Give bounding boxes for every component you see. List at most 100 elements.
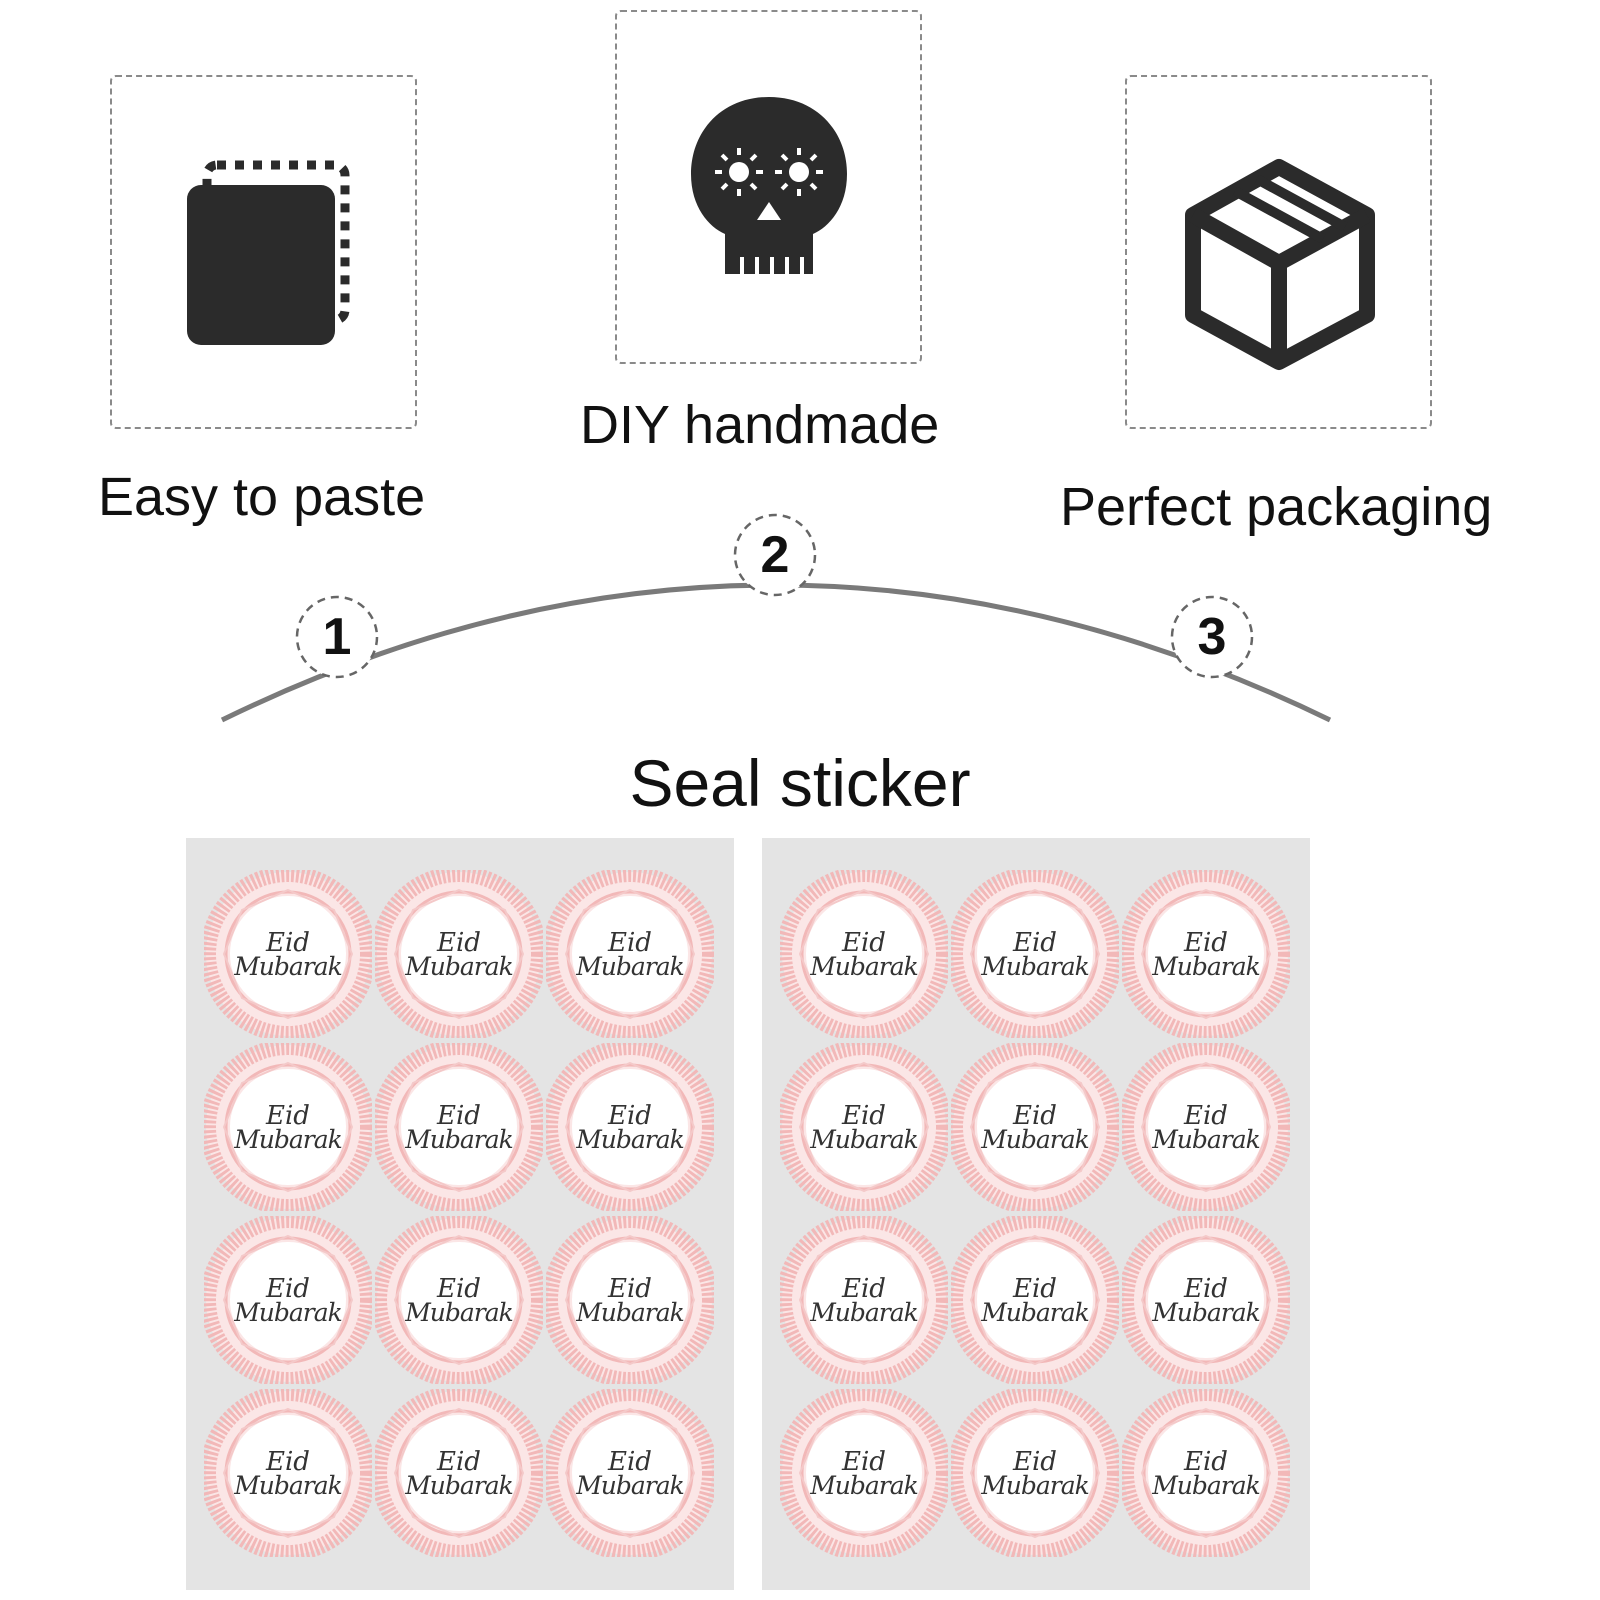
step-circle-1 — [295, 595, 379, 679]
feature-label-perfect-packaging: Perfect packaging — [1060, 477, 1493, 537]
sticker-text-mubarak: Mubarak — [234, 1471, 343, 1500]
step-number-2: 2 — [760, 526, 790, 584]
step-circle-3 — [1170, 595, 1254, 679]
sticker-text-eid: Eid — [842, 1101, 886, 1131]
sticker-text-mubarak: Mubarak — [234, 952, 343, 981]
sticker-text-eid: Eid — [608, 1447, 652, 1477]
section-title: Seal sticker — [629, 746, 971, 820]
sticker-text-mubarak: Mubarak — [405, 1471, 514, 1500]
sticker-text-eid: Eid — [1184, 1447, 1228, 1477]
sticker-text-eid: Eid — [1013, 1101, 1057, 1131]
sticker-text-mubarak: Mubarak — [1152, 1471, 1261, 1500]
sticker-ring-icon — [780, 1043, 948, 1211]
sticker-text-mubarak: Mubarak — [405, 1298, 514, 1327]
sticker-ring-icon — [546, 1043, 714, 1211]
sticker-ring-icon — [1122, 870, 1290, 1038]
sticker-ring-icon — [1122, 1043, 1290, 1211]
sticker-ring-icon — [204, 1043, 372, 1211]
step-number-1: 1 — [322, 608, 352, 666]
sticker-text-eid: Eid — [266, 1447, 310, 1477]
layered-sticker-icon — [187, 160, 350, 345]
sticker-text-mubarak: Mubarak — [234, 1298, 343, 1327]
skull-icon — [691, 97, 847, 275]
sticker-text-eid: Eid — [1013, 928, 1057, 958]
feature-card-diy-handmade — [615, 10, 922, 364]
sticker-text-eid: Eid — [608, 1101, 652, 1131]
feature-label-diy-handmade: DIY handmade — [580, 395, 940, 455]
sticker-text-eid: Eid — [437, 928, 481, 958]
sticker-text-mubarak: Mubarak — [810, 1298, 919, 1327]
sticker-text-eid: Eid — [842, 928, 886, 958]
sticker-text-eid: Eid — [842, 1274, 886, 1304]
sticker-ring-icon — [780, 870, 948, 1038]
sticker-text-mubarak: Mubarak — [981, 1125, 1090, 1154]
sticker-ring-icon — [546, 870, 714, 1038]
sticker-ring-icon — [780, 1216, 948, 1384]
sticker-text-eid: Eid — [266, 1101, 310, 1131]
sticker-text-mubarak: Mubarak — [405, 952, 514, 981]
sticker-ring-icon — [951, 1216, 1119, 1384]
sticker-text-eid: Eid — [266, 1274, 310, 1304]
sticker-text-eid: Eid — [437, 1447, 481, 1477]
sticker-ring-icon — [951, 1389, 1119, 1557]
step-circle-2 — [733, 513, 817, 597]
step-number-3: 3 — [1197, 608, 1227, 666]
sticker-ring-icon — [204, 1389, 372, 1557]
sticker-text-mubarak: Mubarak — [981, 1298, 1090, 1327]
sticker-ring-icon — [1122, 1389, 1290, 1557]
sticker-text-eid: Eid — [1013, 1274, 1057, 1304]
feature-label-easy-to-paste: Easy to paste — [98, 467, 426, 527]
sticker-text-mubarak: Mubarak — [234, 1125, 343, 1154]
sticker-text-eid: Eid — [608, 1274, 652, 1304]
sticker-text-mubarak: Mubarak — [810, 952, 919, 981]
sticker-text-eid: Eid — [1184, 928, 1228, 958]
sticker-ring-icon — [546, 1389, 714, 1557]
sticker-text-mubarak: Mubarak — [1152, 1125, 1261, 1154]
sticker-ring-icon — [375, 870, 543, 1038]
sticker-text-eid: Eid — [437, 1274, 481, 1304]
sticker-text-mubarak: Mubarak — [576, 1471, 685, 1500]
sticker-text-eid: Eid — [842, 1447, 886, 1477]
sticker-text-eid: Eid — [1184, 1274, 1228, 1304]
sticker-ring-icon — [375, 1043, 543, 1211]
sticker-ring-icon — [375, 1216, 543, 1384]
sticker-text-mubarak: Mubarak — [405, 1125, 514, 1154]
sticker-text-mubarak: Mubarak — [1152, 952, 1261, 981]
feature-card-easy-to-paste — [110, 75, 417, 429]
sticker-text-eid: Eid — [437, 1101, 481, 1131]
sticker-text-eid: Eid — [1013, 1447, 1057, 1477]
sticker-text-eid: Eid — [608, 928, 652, 958]
sticker-ring-icon — [951, 870, 1119, 1038]
sticker-text-mubarak: Mubarak — [810, 1471, 919, 1500]
sticker-text-mubarak: Mubarak — [810, 1125, 919, 1154]
sticker-ring-icon — [204, 1216, 372, 1384]
sticker-text-mubarak: Mubarak — [576, 1125, 685, 1154]
sticker-text-mubarak: Mubarak — [981, 952, 1090, 981]
step-arc — [220, 513, 1332, 723]
sticker-text-mubarak: Mubarak — [981, 1471, 1090, 1500]
